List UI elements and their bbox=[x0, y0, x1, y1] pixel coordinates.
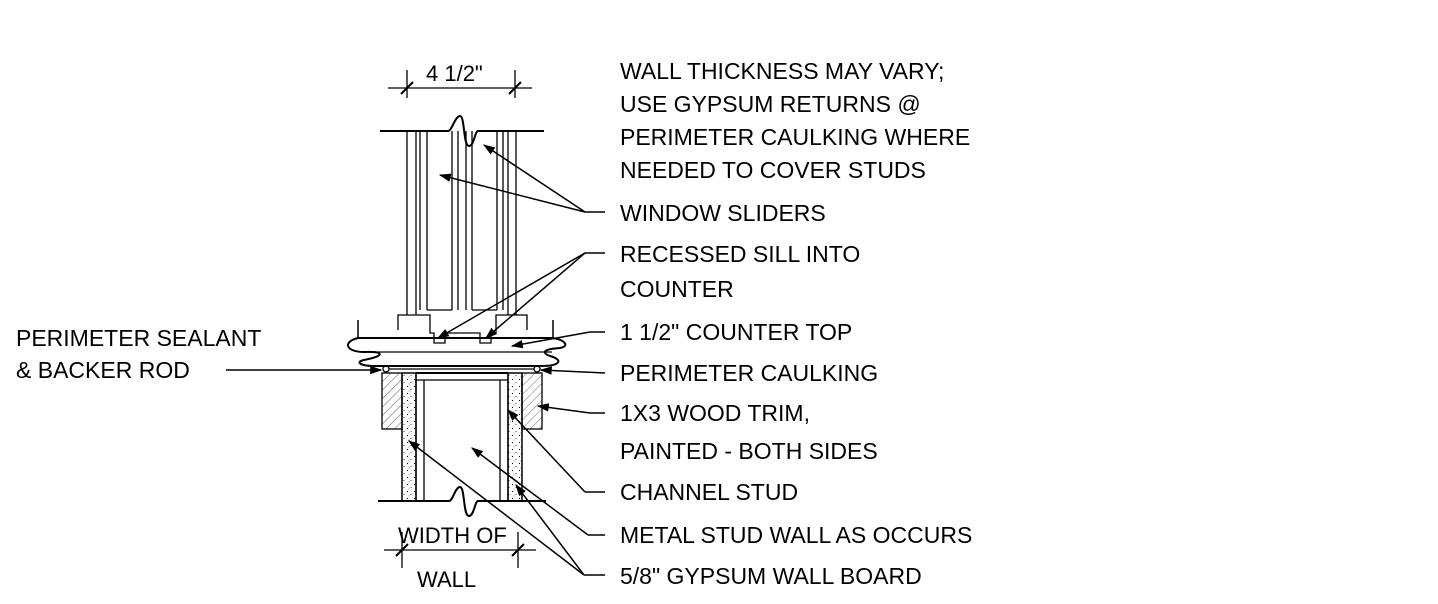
note-perimeter-caulking: PERIMETER CAULKING bbox=[620, 360, 879, 386]
note-wall-thickness-1: WALL THICKNESS MAY VARY; bbox=[620, 58, 945, 84]
note-counter-top: 1 1/2" COUNTER TOP bbox=[620, 319, 853, 345]
note-perimeter-sealant-2: & BACKER ROD bbox=[16, 357, 190, 383]
note-wood-trim-1: 1X3 WOOD TRIM, bbox=[620, 400, 810, 426]
bottom-dimension-label-1: WIDTH OF bbox=[398, 523, 507, 548]
note-recessed-sill-2: COUNTER bbox=[620, 276, 734, 302]
bottom-dimension bbox=[384, 532, 536, 568]
wall-assembly bbox=[378, 365, 546, 518]
note-wall-thickness-2: USE GYPSUM RETURNS @ bbox=[620, 91, 921, 117]
note-recessed-sill-1: RECESSED SILL INTO bbox=[620, 241, 861, 267]
window-unit bbox=[380, 114, 544, 344]
top-dimension bbox=[388, 70, 532, 98]
note-wall-thickness-4: NEEDED TO COVER STUDS bbox=[620, 157, 926, 183]
bottom-dimension-label-2: WALL bbox=[417, 567, 476, 592]
note-window-sliders: WINDOW SLIDERS bbox=[620, 200, 826, 226]
counter-top bbox=[347, 320, 567, 367]
note-gypsum-wall-board: 5/8" GYPSUM WALL BOARD bbox=[620, 563, 922, 589]
note-wood-trim-2: PAINTED - BOTH SIDES bbox=[620, 438, 878, 464]
note-metal-stud-wall: METAL STUD WALL AS OCCURS bbox=[620, 522, 973, 548]
note-wall-thickness-3: PERIMETER CAULKING WHERE bbox=[620, 124, 971, 150]
note-channel-stud: CHANNEL STUD bbox=[620, 479, 799, 505]
note-perimeter-sealant-1: PERIMETER SEALANT bbox=[16, 325, 262, 351]
top-dimension-label: 4 1/2" bbox=[426, 61, 483, 86]
leader-lines bbox=[226, 144, 606, 576]
